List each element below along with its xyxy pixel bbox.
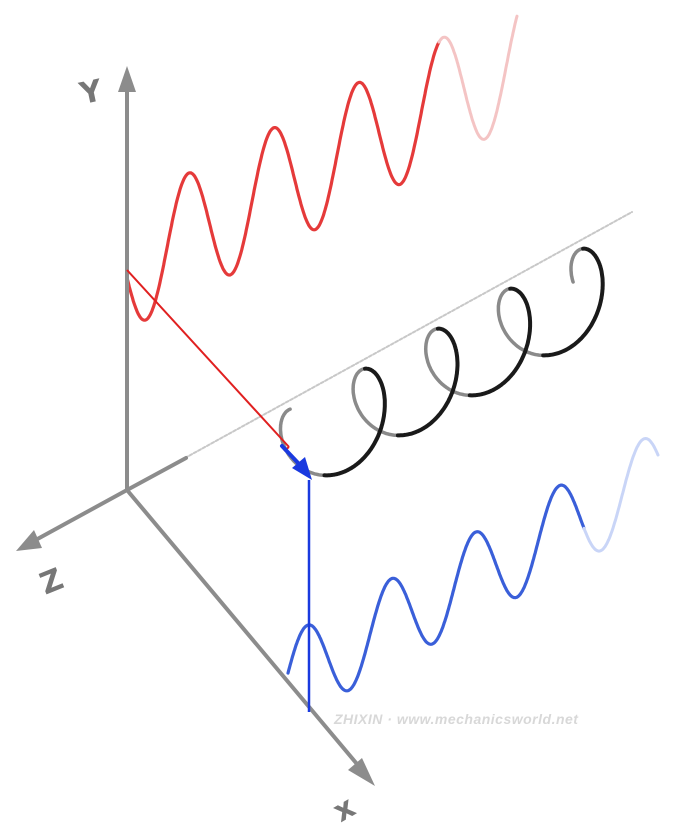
z-axis-arrowhead xyxy=(16,530,42,551)
red-vertical-wave xyxy=(125,40,441,322)
helix-front-segments xyxy=(322,246,605,478)
x-axis-label: x xyxy=(327,790,361,830)
red-field-vector xyxy=(126,269,290,448)
blue-horizontal-wave-faded-tail xyxy=(582,437,660,553)
z-axis-label: Z xyxy=(35,562,68,603)
y-axis-label: Y xyxy=(76,73,107,112)
helix-back-segments xyxy=(278,246,585,478)
propagation-axis xyxy=(184,211,633,459)
z-axis-line xyxy=(30,488,129,544)
blue-resultant-arrow xyxy=(280,444,302,467)
coordinate-axes xyxy=(16,66,375,786)
watermark-text: ZHIXIN · www.mechanicsworld.net xyxy=(333,711,579,727)
x-axis-arrowhead xyxy=(348,758,375,786)
red-vertical-wave-faded-tail xyxy=(437,14,519,141)
y-axis-arrowhead xyxy=(118,66,136,92)
back-stub-line xyxy=(125,456,188,492)
x-axis-line xyxy=(125,488,364,772)
blue-resultant-arrowhead xyxy=(292,457,312,480)
blue-horizontal-wave xyxy=(286,483,586,693)
